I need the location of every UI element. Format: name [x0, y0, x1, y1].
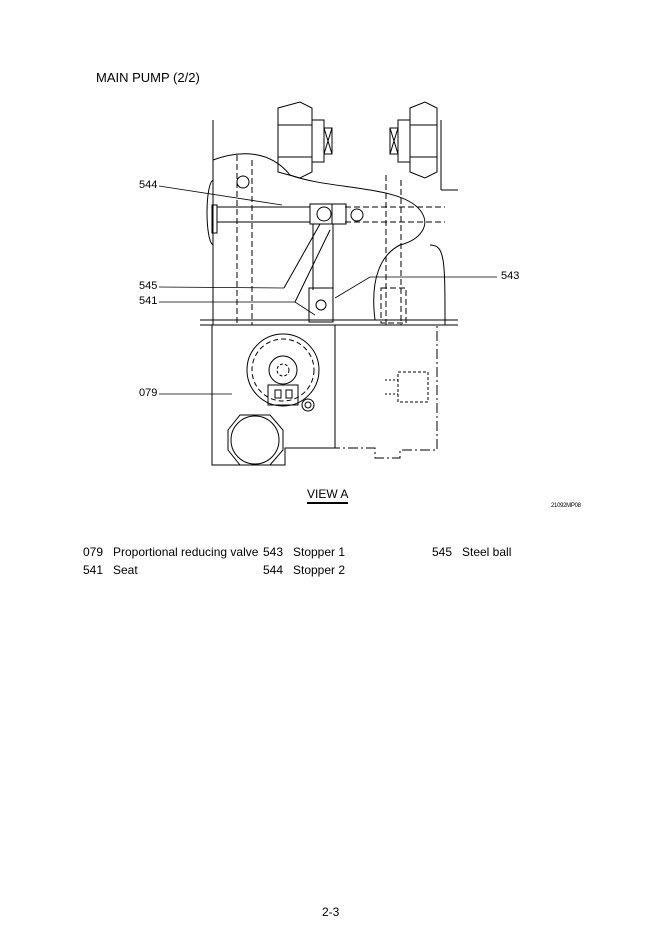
- stopper-1: [308, 287, 334, 323]
- callout-544: 544: [139, 179, 158, 191]
- page-number: 2-3: [322, 905, 340, 919]
- callout-541: 541: [139, 295, 158, 307]
- page-title: MAIN PUMP (2/2): [96, 70, 200, 85]
- steel-ball: [315, 299, 327, 311]
- callout-543: 543: [501, 270, 520, 282]
- callout-079: 079: [139, 387, 158, 399]
- steel-ball-upper: [316, 206, 332, 222]
- proportional-reducing-valve: [211, 324, 438, 466]
- view-label: VIEW A: [307, 487, 349, 504]
- hex-nut-right: [389, 101, 438, 179]
- callout-545: 545: [139, 280, 158, 292]
- drawing-code: 21092MP08: [551, 503, 581, 509]
- stopper-2: [211, 203, 347, 234]
- hex-nut-left: [277, 101, 333, 179]
